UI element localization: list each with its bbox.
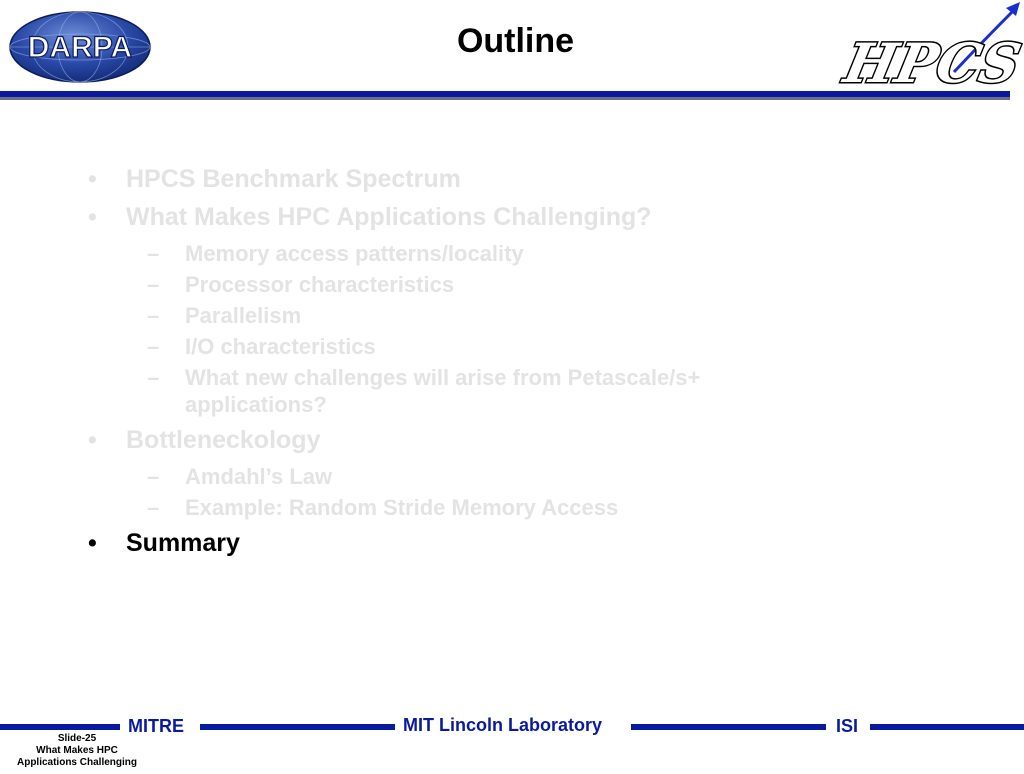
outline-item-label: Bottleneckology	[126, 426, 321, 454]
slide-title: Outline	[456, 22, 575, 60]
footer-mitre: MITRE	[128, 716, 184, 736]
bullet-icon: •	[88, 165, 97, 193]
slide-title-footer-line2: Applications Challenging	[16, 757, 137, 768]
slide-number: Slide-25	[57, 733, 97, 744]
dash-icon: –	[147, 334, 160, 359]
outline-item-label: Summary	[126, 529, 240, 557]
outline-subitem: – Memory access patterns/locality	[0, 240, 1024, 267]
outline-subitem-label: Parallelism	[185, 303, 302, 328]
outline-subitem: – What new challenges will arise from Pe…	[0, 364, 805, 418]
dash-icon: –	[147, 303, 160, 328]
darpa-logo-text: DARPA	[28, 31, 132, 64]
slide-info: Slide-25 What Makes HPC Applications Cha…	[10, 733, 144, 769]
header-rule-shadow	[0, 97, 1010, 100]
dash-icon: –	[147, 272, 160, 297]
header-rule	[0, 91, 1010, 97]
outline-item: • HPCS Benchmark Spectrum	[0, 160, 1024, 198]
darpa-logo: DARPA	[9, 11, 151, 83]
outline-item-label: What Makes HPC Applications Challenging?	[126, 203, 652, 231]
outline-subitem: – Amdahl’s Law	[0, 463, 1024, 490]
outline-subitem-label: Memory access patterns/locality	[185, 241, 524, 266]
dash-icon: –	[147, 464, 160, 489]
outline-subitem-label: Amdahl’s Law	[185, 464, 333, 489]
footer-mit-lincoln: MIT Lincoln Laboratory	[403, 715, 603, 735]
slide-header: DARPA Outline HPCS	[0, 0, 1024, 100]
outline-list: • HPCS Benchmark Spectrum • What Makes H…	[0, 160, 1024, 562]
dash-icon: –	[147, 365, 160, 390]
outline-subitem-label: What new challenges will arise from Peta…	[185, 365, 701, 417]
outline-subitem: – I/O characteristics	[0, 333, 1024, 360]
outline-subitem-label: I/O characteristics	[185, 334, 376, 359]
outline-subitem: – Processor characteristics	[0, 271, 1024, 298]
footer-rule	[0, 724, 120, 730]
footer-rule	[631, 724, 826, 730]
footer-rule	[870, 724, 1024, 730]
hpcs-logo-text: HPCS	[837, 32, 1024, 95]
dash-icon: –	[147, 495, 160, 520]
outline-subitem: – Parallelism	[0, 302, 1024, 329]
slide-title-footer-line1: What Makes HPC	[36, 745, 118, 756]
outline-item: • What Makes HPC Applications Challengin…	[0, 198, 1024, 236]
outline-subitem: – Example: Random Stride Memory Access	[0, 494, 1024, 521]
bullet-icon: •	[88, 529, 97, 557]
outline-item-current: • Summary	[0, 524, 1024, 562]
outline-item-label: HPCS Benchmark Spectrum	[126, 165, 461, 193]
hpcs-logo: HPCS	[836, 2, 1024, 96]
footer-rule	[200, 724, 395, 730]
outline-subitem-label: Processor characteristics	[185, 272, 455, 297]
bullet-icon: •	[88, 203, 97, 231]
footer-isi: ISI	[836, 716, 859, 736]
dash-icon: –	[147, 241, 160, 266]
bullet-icon: •	[88, 426, 97, 454]
outline-subitem-label: Example: Random Stride Memory Access	[185, 495, 619, 520]
outline-item: • Bottleneckology	[0, 421, 1024, 459]
